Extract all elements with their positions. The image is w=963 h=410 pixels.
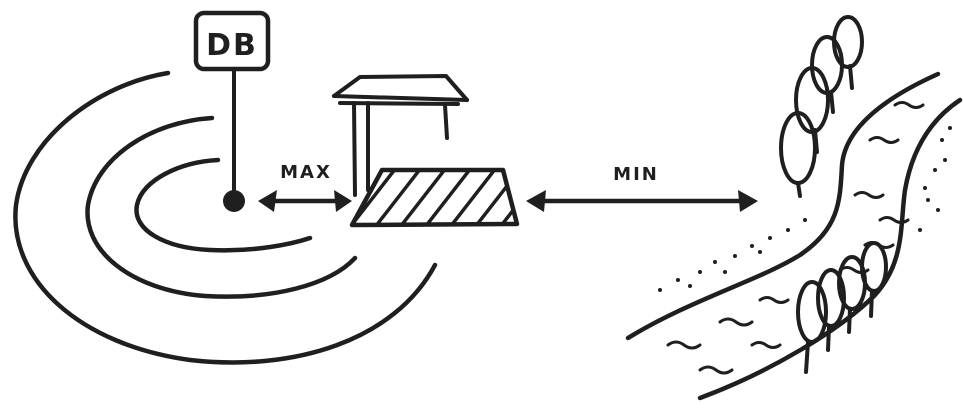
min-label: MIN [613,164,659,185]
river-bank-near [628,74,938,338]
water-ripples [668,103,923,374]
river-icon [628,74,960,398]
min-distance-arrow: MIN [526,164,758,212]
tree-row-upper [781,17,862,196]
db-label: DB [206,28,258,63]
tree-icon [796,68,828,152]
river-bank-far [700,100,960,398]
max-distance-arrow: MAX [258,162,352,212]
pavilion-icon [334,76,467,195]
hatched-site [340,150,560,240]
db-sign-icon: DB [196,13,268,192]
max-label: MAX [280,162,332,183]
tree-icon [798,282,826,372]
tree-row-lower [798,243,886,372]
bank-stipple [658,126,952,292]
tree-icon [834,17,862,88]
noise-ring-middle [87,118,355,297]
noise-rings [15,73,435,362]
noise-ring-outer [15,73,435,362]
tree-icon [781,113,815,196]
